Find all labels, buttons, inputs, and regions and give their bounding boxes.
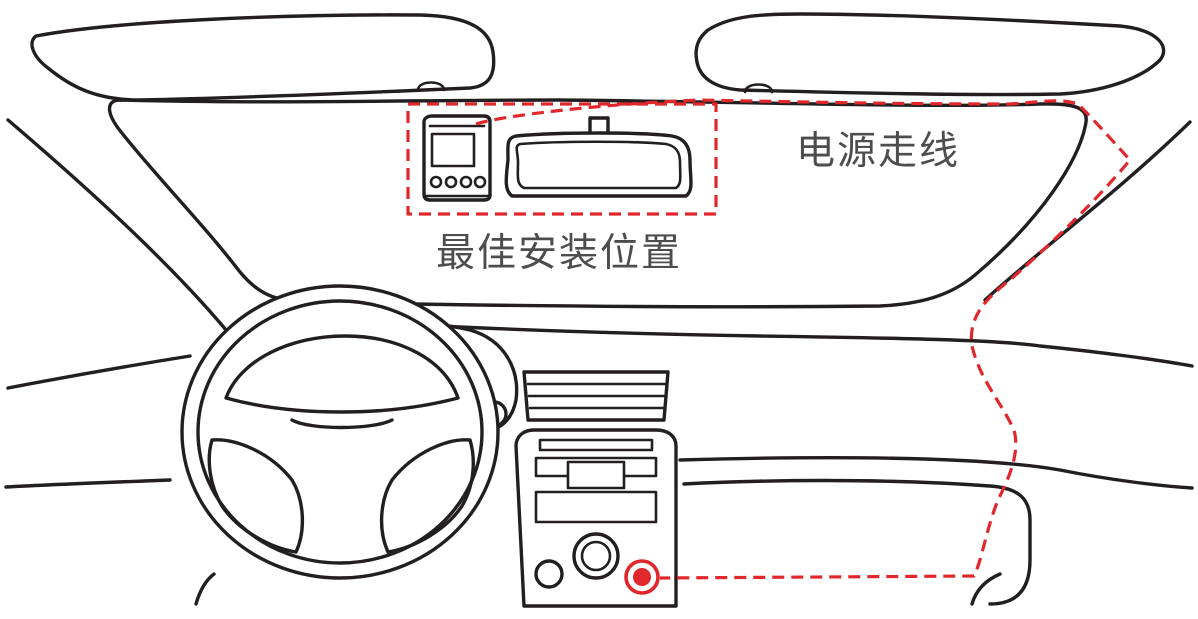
left-sun-visor bbox=[30, 13, 496, 102]
windshield-outline bbox=[107, 98, 1088, 309]
right-sun-visor bbox=[694, 12, 1166, 97]
rearview-mirror bbox=[504, 116, 693, 198]
center-console bbox=[514, 428, 678, 608]
power-socket-icon bbox=[624, 559, 660, 595]
best-position-box bbox=[406, 102, 718, 216]
left-lower-trim bbox=[194, 572, 216, 606]
center-air-vent bbox=[522, 370, 670, 422]
right-door-trim bbox=[970, 572, 1002, 606]
glovebox-outline bbox=[682, 478, 1032, 606]
best-position-label: 最佳安装位置 bbox=[436, 231, 683, 276]
dashboard-top bbox=[6, 324, 1194, 390]
right-visor-hinge bbox=[743, 83, 774, 94]
steering-wheel bbox=[180, 284, 500, 580]
dashcam-icon bbox=[422, 114, 492, 202]
power-cable-route bbox=[475, 98, 1132, 580]
left-a-pillar bbox=[6, 118, 252, 362]
dashboard-lower-left bbox=[4, 478, 172, 489]
power-routing-label: 电源走线 bbox=[796, 129, 961, 174]
left-visor-hinge bbox=[416, 81, 446, 92]
dashboard-lower-right bbox=[678, 455, 1194, 490]
right-a-pillar bbox=[983, 120, 1192, 302]
